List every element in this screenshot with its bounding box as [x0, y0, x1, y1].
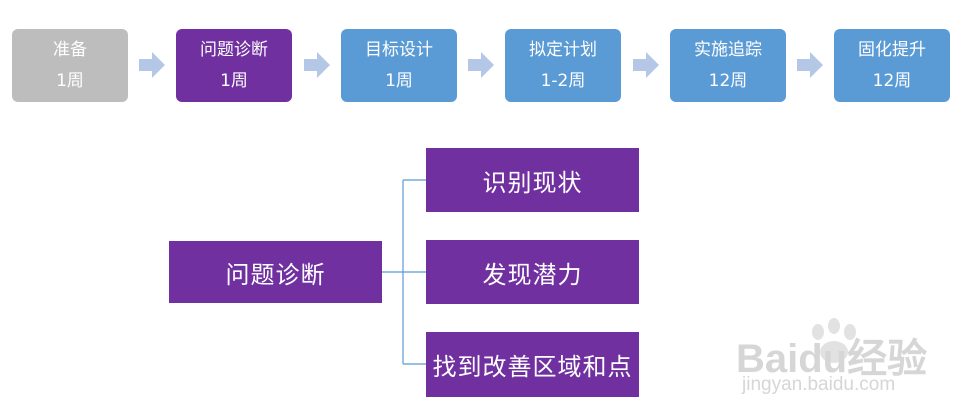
watermark-sub: jingyan.baidu.com: [742, 374, 896, 395]
child-label: 识别现状: [482, 168, 583, 197]
stage-duration: 1周: [385, 70, 413, 91]
stage-duration: 1-2周: [540, 70, 586, 91]
child-box-3: 找到改善区域和点: [426, 332, 639, 397]
stage-name: 固化提升: [858, 39, 926, 60]
arrow-right-icon: [797, 52, 823, 78]
stage-consolidation: 固化提升 12周: [834, 29, 950, 102]
arrow-right-icon: [633, 52, 659, 78]
child-label: 发现潜力: [482, 260, 583, 289]
stage-duration: 1周: [56, 70, 84, 91]
stage-target-design: 目标设计 1周: [341, 29, 457, 102]
paw-icon: [812, 318, 856, 363]
stage-plan: 拟定计划 1-2周: [505, 29, 621, 102]
root-box: 问题诊断: [169, 241, 382, 303]
root-label: 问题诊断: [225, 260, 326, 289]
child-label: 找到改善区域和点: [432, 353, 633, 381]
arrow-right-icon: [139, 52, 165, 78]
stage-duration: 12周: [708, 70, 748, 91]
arrow-right-icon: [304, 52, 330, 78]
child-box-2: 发现潜力: [426, 240, 639, 304]
baidu-watermark: Baidu经验 jingyan.baidu.com: [718, 318, 944, 404]
watermark-main: Baidu经验: [736, 337, 928, 381]
stage-prepare: 准备 1周: [12, 29, 128, 102]
child-box-1: 识别现状: [426, 148, 639, 212]
stage-problem-diagnosis: 问题诊断 1周: [176, 29, 292, 102]
stage-name: 问题诊断: [200, 39, 268, 60]
stage-name: 准备: [53, 39, 87, 60]
stage-name: 目标设计: [365, 39, 433, 60]
stage-name: 实施追踪: [694, 39, 762, 60]
stage-implementation: 实施追踪 12周: [670, 29, 786, 102]
stage-name: 拟定计划: [529, 39, 597, 60]
arrow-right-icon: [468, 52, 494, 78]
stage-duration: 1周: [220, 70, 248, 91]
stage-duration: 12周: [872, 70, 912, 91]
